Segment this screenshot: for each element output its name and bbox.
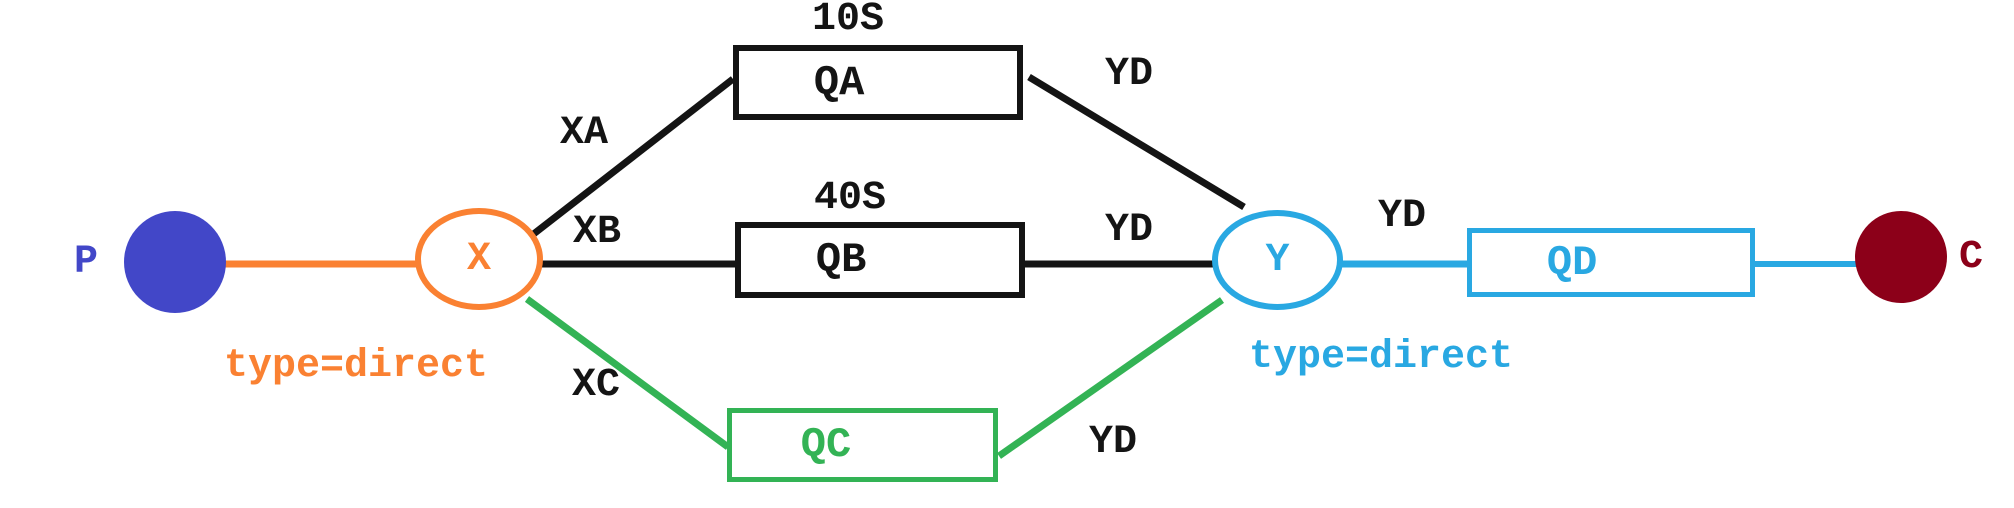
exchange-x-label: X	[466, 236, 491, 282]
queue-qb-box: QB	[735, 222, 1025, 298]
binding-key-label-yd-qa: YD	[1104, 52, 1153, 97]
consumer-node	[1855, 211, 1947, 303]
binding-key-label-xa: XA	[559, 111, 608, 156]
edge-x-to-qc	[524, 296, 731, 450]
exchange-y-type-label: type=direct	[1248, 335, 1514, 380]
queue-qb-ttl-label: 40S	[813, 176, 886, 221]
queue-qc-box: QC	[727, 408, 998, 482]
binding-key-label-xc: XC	[571, 363, 620, 408]
exchange-y-node: Y	[1212, 210, 1343, 310]
binding-key-label-yd-qb: YD	[1104, 208, 1153, 253]
edge-x-to-qa	[528, 76, 736, 239]
queue-qc-label: QC	[800, 421, 852, 469]
edge-qa-to-y	[1027, 74, 1246, 210]
producer-node	[124, 211, 226, 313]
edge-qc-to-y	[996, 297, 1225, 459]
exchange-x-type-label: type=direct	[223, 344, 489, 389]
producer-label: P	[73, 240, 98, 285]
exchange-y-label: Y	[1265, 237, 1290, 283]
queue-qa-ttl-label: 10S	[811, 0, 884, 42]
queue-qd-label: QD	[1546, 238, 1598, 287]
exchange-x-node: X	[415, 208, 543, 310]
queue-qa-label: QA	[813, 58, 865, 107]
consumer-label: C	[1958, 235, 1983, 280]
queue-qd-box: QD	[1467, 228, 1755, 297]
queue-qa-box: QA	[733, 45, 1023, 120]
binding-key-label-xb: XB	[572, 210, 621, 255]
binding-key-label-yd-qc: YD	[1088, 420, 1137, 465]
binding-key-label-yd-qd: YD	[1377, 194, 1426, 239]
queue-qb-label: QB	[815, 236, 867, 284]
